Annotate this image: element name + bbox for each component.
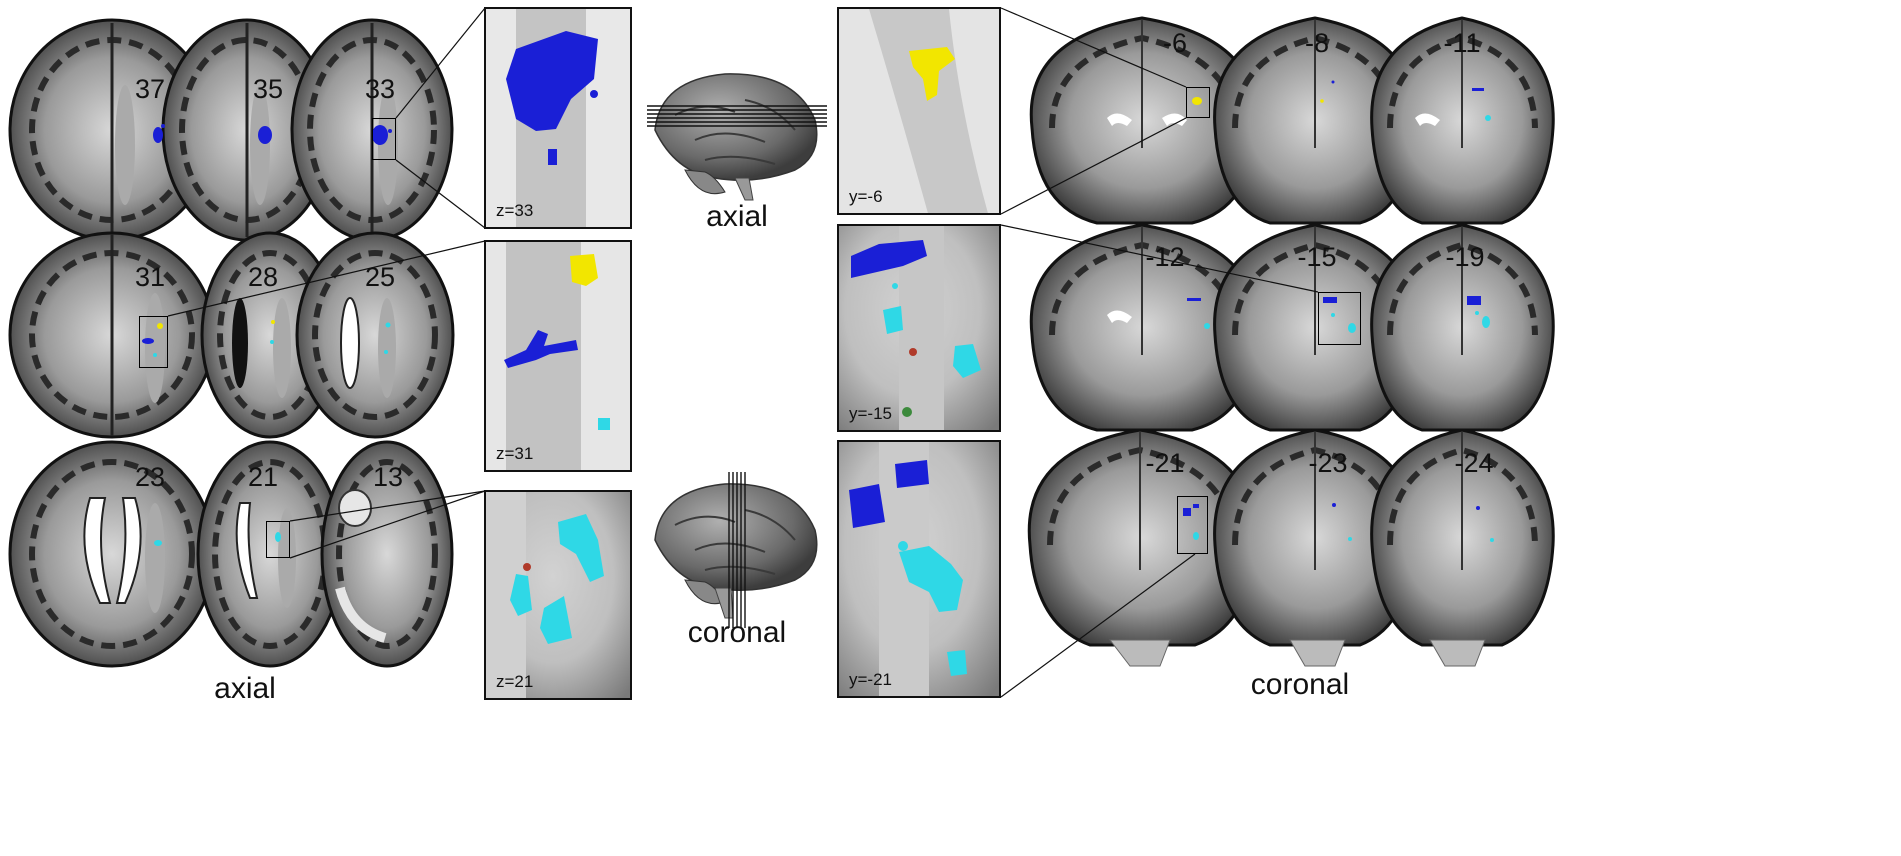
activation-y-12 xyxy=(1187,298,1210,329)
coronal-zoom-box-y-21 xyxy=(1177,496,1208,554)
axial-slice-23 xyxy=(8,440,216,668)
orientation-brain-coronal xyxy=(654,472,818,628)
zoom-image-y-6 xyxy=(839,9,999,213)
coronal-slice-number: -15 xyxy=(1297,242,1337,272)
orientation-label-coronal: coronal xyxy=(687,616,787,649)
activation-blue-37 xyxy=(153,124,165,143)
zoom-image-z21 xyxy=(486,492,630,698)
axial-zoom-box-21 xyxy=(266,521,290,558)
axial-slice-number: 35 xyxy=(252,74,284,104)
zoom-image-z31 xyxy=(486,242,630,470)
activation-blue-35 xyxy=(258,126,272,144)
zoom-image-z33 xyxy=(486,9,630,227)
activation-28 xyxy=(270,320,275,344)
zoom-label: z=33 xyxy=(496,201,534,220)
coronal-slice-number: -11 xyxy=(1443,28,1481,58)
axial-zoom-box-33 xyxy=(372,118,396,160)
zoom-panel-z33: z=33 xyxy=(484,7,632,229)
activation-y-19 xyxy=(1467,296,1490,328)
zoom-image-y-21 xyxy=(839,442,999,696)
axial-zoom-box-31 xyxy=(139,316,168,368)
activation-21 xyxy=(275,532,281,542)
zoom-panel-y-15: y=-15 xyxy=(837,224,1001,432)
zoom-panel-y-6: y=-6 xyxy=(837,7,1001,215)
orientation-label-axial: axial xyxy=(706,200,768,233)
coronal-slice--19 xyxy=(1370,223,1555,432)
coronal-slice--24 xyxy=(1370,428,1555,667)
activation-y-6 xyxy=(1192,97,1202,105)
zoom-panel-z21: z=21 xyxy=(484,490,632,700)
activation-y-21 xyxy=(1183,504,1199,540)
coronal-caption: coronal xyxy=(1250,668,1350,701)
axial-slice-number: 13 xyxy=(372,462,404,492)
activation-y-11 xyxy=(1472,88,1491,121)
zoom-label: z=21 xyxy=(496,672,534,691)
coronal-zoom-box-y-15 xyxy=(1318,292,1361,345)
axial-slice-number: 31 xyxy=(134,262,166,292)
activation-y-8 xyxy=(1320,80,1335,103)
activation-25 xyxy=(384,322,391,354)
coronal-slice-number: -23 xyxy=(1308,448,1348,478)
zoom-label: y=-6 xyxy=(849,187,883,206)
zoom-panel-z31: z=31 xyxy=(484,240,632,472)
coronal-slice-number: -21 xyxy=(1145,448,1185,478)
activation-y-15 xyxy=(1323,297,1356,333)
axial-caption: axial xyxy=(214,672,276,705)
axial-activations xyxy=(142,124,392,546)
coronal-slice-number: -24 xyxy=(1454,448,1494,478)
coronal-slice-number: -12 xyxy=(1145,242,1185,272)
axial-slice-number: 23 xyxy=(134,462,166,492)
axial-slice-31 xyxy=(8,231,216,439)
zoom-label: y=-15 xyxy=(849,404,892,423)
coronal-slice-number: -6 xyxy=(1162,28,1187,58)
activation-31 xyxy=(142,323,163,357)
coronal-slice-number: -19 xyxy=(1445,242,1485,272)
zoom-label: z=31 xyxy=(496,444,534,463)
axial-slice-number: 37 xyxy=(134,74,166,104)
orientation-brain-axial xyxy=(647,73,827,201)
axial-slice-35 xyxy=(161,18,333,242)
activation-y-24 xyxy=(1476,506,1494,542)
axial-slice-number: 33 xyxy=(364,74,396,104)
coronal-slice-number: -8 xyxy=(1304,28,1329,58)
axial-slice-number: 21 xyxy=(247,462,279,492)
coronal-zoom-box-y-6 xyxy=(1186,87,1210,118)
activation-23 xyxy=(154,540,162,546)
coronal-slice--11 xyxy=(1370,16,1555,225)
zoom-image-y-15 xyxy=(839,226,999,430)
zoom-panel-y-21: y=-21 xyxy=(837,440,1001,698)
zoom-label: y=-21 xyxy=(849,670,892,689)
activation-y-23 xyxy=(1332,503,1352,541)
activation-blue-33 xyxy=(372,125,392,145)
